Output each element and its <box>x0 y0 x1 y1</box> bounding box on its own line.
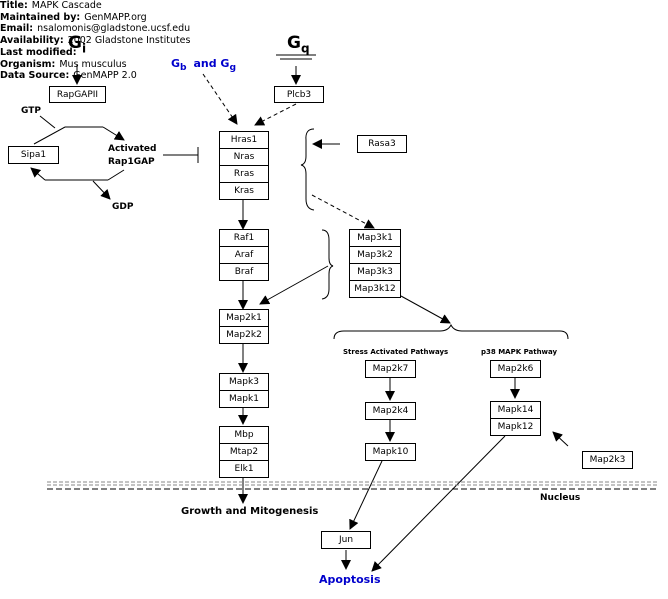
gene-plcb3[interactable]: Plcb3 <box>274 86 324 103</box>
title-value: MAPK Cascade <box>31 0 102 11</box>
gi-sub: i <box>81 41 87 56</box>
gi-main: G <box>68 33 82 53</box>
modified-key: Last modified: <box>0 46 77 58</box>
brace-pathways <box>333 323 569 340</box>
availability-value: 2002 Gladstone Institutes <box>67 35 191 47</box>
arrow-raf-brace-map2k <box>259 265 329 305</box>
gene-raf1[interactable]: Raf1 <box>219 229 269 247</box>
nucleus-label: Nucleus <box>540 493 581 503</box>
gbg-label: Gb and Gg <box>171 57 236 73</box>
arrow-map3k-brace <box>400 295 451 324</box>
gene-araf[interactable]: Araf <box>219 246 269 264</box>
gene-map2k1[interactable]: Map2k1 <box>219 309 269 327</box>
apoptosis-label: Apoptosis <box>319 573 381 586</box>
p38-pathway-label: p38 MAPK Pathway <box>481 348 558 356</box>
gene-map3k1[interactable]: Map3k1 <box>349 229 401 247</box>
dashed-ras-map3k <box>311 194 375 229</box>
gene-mapk3[interactable]: Mapk3 <box>219 373 269 391</box>
gene-map2k7[interactable]: Map2k7 <box>365 360 416 378</box>
gene-mtap2[interactable]: Mtap2 <box>219 443 269 461</box>
availability-key: Availability: <box>0 35 64 47</box>
source-value: GenMAPP 2.0 <box>73 70 137 82</box>
gene-elk1[interactable]: Elk1 <box>219 460 269 478</box>
gene-braf[interactable]: Braf <box>219 263 269 281</box>
gq-main: G <box>287 33 301 53</box>
rap-gtp-stub <box>39 115 56 129</box>
arrow-mapk12-apoptosis <box>371 435 506 572</box>
activated-label-1: Activated <box>108 144 157 154</box>
gene-kras[interactable]: Kras <box>219 182 269 200</box>
growth-label: Growth and Mitogenesis <box>181 506 319 517</box>
brace-ras <box>300 128 315 211</box>
gdp-label: GDP <box>112 202 134 212</box>
gq-label: Gq <box>287 33 310 55</box>
gene-map2k2[interactable]: Map2k2 <box>219 326 269 344</box>
arrow-map2k3-mapk12 <box>552 431 569 447</box>
gene-rasa3[interactable]: Rasa3 <box>357 135 407 153</box>
gene-hras1[interactable]: Hras1 <box>219 131 269 149</box>
organism-key: Organism: <box>0 58 56 70</box>
rap-cycle-top-left <box>33 126 66 145</box>
maintained-key: Maintained by: <box>0 11 81 23</box>
pathway-info: Title:MAPK Cascade Maintained by:GenMAPP… <box>0 0 190 82</box>
title-key: Title: <box>0 0 28 11</box>
gi-label: Gi <box>68 33 86 55</box>
maintained-value: GenMAPP.org <box>84 11 147 23</box>
gbg-g1: G <box>171 57 181 70</box>
organism-value: Mus musculus <box>59 58 127 70</box>
gene-jun[interactable]: Jun <box>321 531 371 549</box>
gene-map2k4[interactable]: Map2k4 <box>365 402 416 420</box>
gene-mapk14[interactable]: Mapk14 <box>490 401 541 419</box>
gene-rras[interactable]: Rras <box>219 165 269 183</box>
gene-map3k12[interactable]: Map3k12 <box>349 280 401 298</box>
gene-map2k6[interactable]: Map2k6 <box>490 360 541 378</box>
gene-mapk1[interactable]: Mapk1 <box>219 390 269 408</box>
arrow-to-gdp <box>92 180 111 200</box>
gbg-b: b <box>180 62 187 74</box>
gbg-g: g <box>229 62 236 74</box>
email-value: nsalomonis@gladstone.ucsf.edu <box>37 23 191 35</box>
gene-mapk10[interactable]: Mapk10 <box>365 443 416 461</box>
gene-mbp[interactable]: Mbp <box>219 426 269 444</box>
gene-mapk12[interactable]: Mapk12 <box>490 418 541 436</box>
gene-rapgapii[interactable]: RapGAPII <box>49 86 106 103</box>
stress-pathways-label: Stress Activated Pathways <box>343 348 449 356</box>
gene-sipa1[interactable]: Sipa1 <box>8 146 59 164</box>
gene-map2k3[interactable]: Map2k3 <box>582 451 633 469</box>
arrow-to-activated <box>102 126 125 141</box>
gene-map3k3[interactable]: Map3k3 <box>349 263 401 281</box>
gq-sub: q <box>300 41 310 56</box>
brace-raf <box>321 229 334 300</box>
arrow-to-sipa1 <box>30 167 46 181</box>
email-key: Email: <box>0 23 34 35</box>
arrow-mapk10-jun <box>349 460 383 530</box>
gbg-and: and G <box>193 57 230 70</box>
dashed-gbg-ras <box>202 73 238 125</box>
gene-nras[interactable]: Nras <box>219 148 269 166</box>
dashed-plcb3-ras <box>254 103 297 126</box>
rap-cycle-bottom-right <box>107 169 125 181</box>
gene-map3k2[interactable]: Map3k2 <box>349 246 401 264</box>
source-key: Data Source: <box>0 70 70 82</box>
gtp-label: GTP <box>21 106 41 116</box>
activated-label-2: Rap1GAP <box>108 157 155 167</box>
